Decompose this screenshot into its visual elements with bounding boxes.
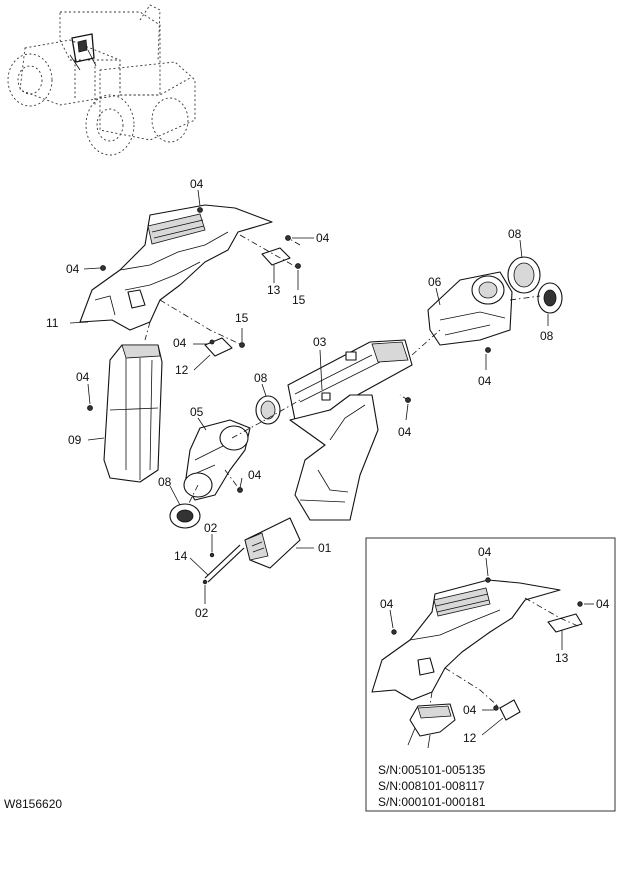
label-15-a: 15 bbox=[292, 293, 306, 307]
duct-ring-08-c bbox=[255, 395, 281, 425]
bolt-icon bbox=[87, 207, 491, 585]
label-15-b: 15 bbox=[235, 311, 249, 325]
label-13: 13 bbox=[267, 283, 281, 297]
duct-ring-08-a bbox=[507, 256, 541, 294]
callouts-inset: 04 04 04 13 04 12 bbox=[380, 545, 610, 745]
label-02-b: 02 bbox=[195, 606, 209, 620]
callouts-main: 04 04 04 13 15 11 15 04 12 04 09 03 08 0… bbox=[46, 177, 554, 620]
label-inset-12: 12 bbox=[463, 731, 477, 745]
inset-bracket-12 bbox=[499, 699, 521, 721]
label-04-f: 04 bbox=[248, 468, 262, 482]
label-inset-04-b: 04 bbox=[596, 597, 610, 611]
outlet-vent-01 bbox=[244, 517, 301, 569]
label-04-g: 04 bbox=[478, 374, 492, 388]
label-08-a: 08 bbox=[254, 371, 268, 385]
label-02-a: 02 bbox=[204, 521, 218, 535]
label-08-b: 08 bbox=[158, 475, 172, 489]
drawing-number: W8156620 bbox=[4, 797, 62, 811]
inset-frame bbox=[365, 537, 616, 812]
serial-number-3: S/N:000101-000181 bbox=[378, 795, 486, 809]
label-01: 01 bbox=[318, 541, 332, 555]
inset-bracket-13 bbox=[547, 613, 583, 633]
serial-number-2: S/N:008101-008117 bbox=[378, 779, 485, 793]
label-inset-04-d: 04 bbox=[463, 703, 477, 717]
label-08-c: 08 bbox=[508, 227, 522, 241]
label-04-d: 04 bbox=[173, 336, 187, 350]
label-04-a: 04 bbox=[190, 177, 204, 191]
label-06: 06 bbox=[428, 275, 442, 289]
bracket-13 bbox=[261, 247, 291, 266]
label-05: 05 bbox=[190, 405, 204, 419]
duct-ring-08-b bbox=[537, 282, 563, 314]
duct-ring-08-e bbox=[169, 503, 201, 529]
label-inset-04-a: 04 bbox=[478, 545, 492, 559]
machine-locator-icon bbox=[7, 4, 196, 156]
bracket-12 bbox=[204, 337, 233, 357]
label-09: 09 bbox=[68, 433, 82, 447]
upper-air-duct-11 bbox=[79, 204, 273, 331]
label-03: 03 bbox=[313, 335, 327, 349]
label-14: 14 bbox=[174, 549, 188, 563]
label-inset-13: 13 bbox=[555, 651, 569, 665]
label-04-e: 04 bbox=[76, 370, 90, 384]
inset-lower-duct bbox=[407, 703, 456, 749]
serial-number-list: S/N:005101-005135 S/N:008101-008117 S/N:… bbox=[378, 763, 486, 809]
inset-upper-duct bbox=[371, 579, 561, 701]
serial-number-1: S/N:005101-005135 bbox=[378, 763, 486, 777]
label-04-c: 04 bbox=[316, 231, 330, 245]
label-08-d: 08 bbox=[540, 329, 554, 343]
vertical-duct-09 bbox=[103, 344, 163, 483]
assembly-lines bbox=[144, 234, 541, 506]
inset-assembly-lines bbox=[429, 597, 579, 709]
center-duct-03 bbox=[287, 339, 413, 521]
right-duct-06 bbox=[427, 271, 513, 346]
inset-bolt-icon bbox=[391, 577, 583, 711]
clip-14 bbox=[204, 544, 245, 583]
label-inset-04-c: 04 bbox=[380, 597, 394, 611]
label-04-h: 04 bbox=[398, 425, 412, 439]
label-04-b: 04 bbox=[66, 262, 80, 276]
label-11: 11 bbox=[46, 316, 59, 330]
label-12: 12 bbox=[175, 363, 189, 377]
